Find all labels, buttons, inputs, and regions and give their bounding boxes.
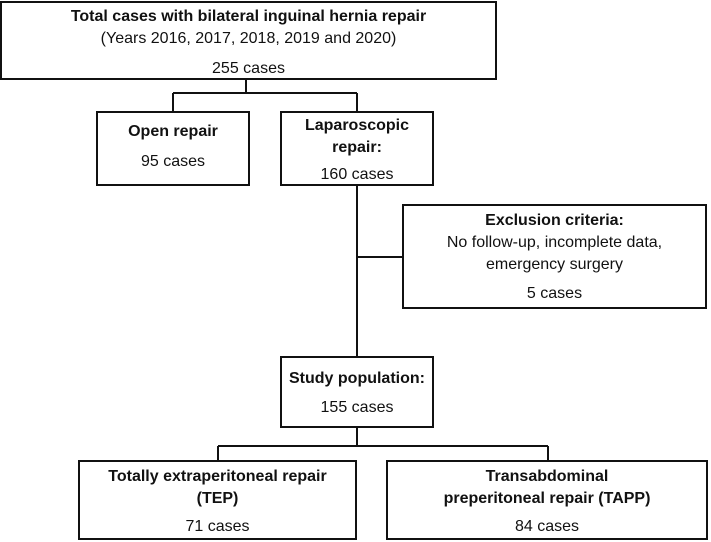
tapp-title-1: Transabdominal	[485, 468, 609, 485]
study-population-title: Study population:	[289, 370, 425, 387]
open-repair-count: 95 cases	[140, 153, 206, 170]
tep-title-2: (TEP)	[196, 490, 239, 507]
open-repair-title: Open repair	[128, 123, 218, 140]
laparoscopic-repair-title-1: Laparoscopic	[304, 117, 410, 134]
tep-box: Totally extraperitoneal repair (TEP) 71 …	[78, 460, 357, 540]
open-repair-box: Open repair 95 cases	[96, 111, 250, 186]
tep-title-1: Totally extraperitoneal repair	[108, 468, 327, 485]
laparoscopic-repair-title-2: repair:	[332, 139, 382, 156]
total-cases-box: Total cases with bilateral inguinal hern…	[0, 1, 497, 80]
laparoscopic-repair-box: Laparoscopic repair: 160 cases	[280, 111, 434, 186]
study-population-box: Study population: 155 cases	[280, 356, 434, 428]
exclusion-criteria-count: 5 cases	[526, 285, 583, 302]
exclusion-criteria-title: Exclusion criteria:	[485, 212, 624, 229]
tapp-count: 84 cases	[514, 518, 580, 535]
exclusion-criteria-box: Exclusion criteria: No follow-up, incomp…	[402, 204, 707, 309]
total-cases-years: (Years 2016, 2017, 2018, 2019 and 2020)	[100, 30, 397, 47]
total-cases-title: Total cases with bilateral inguinal hern…	[70, 8, 427, 25]
tapp-box: Transabdominal preperitoneal repair (TAP…	[386, 460, 708, 540]
total-cases-count: 255 cases	[212, 60, 285, 77]
exclusion-criteria-line-1: No follow-up, incomplete data,	[446, 234, 663, 251]
study-population-count: 155 cases	[320, 399, 394, 416]
tapp-title-2: preperitoneal repair (TAPP)	[443, 490, 651, 507]
tep-count: 71 cases	[185, 518, 250, 535]
laparoscopic-repair-count: 160 cases	[320, 166, 394, 183]
exclusion-criteria-line-2: emergency surgery	[486, 256, 623, 273]
